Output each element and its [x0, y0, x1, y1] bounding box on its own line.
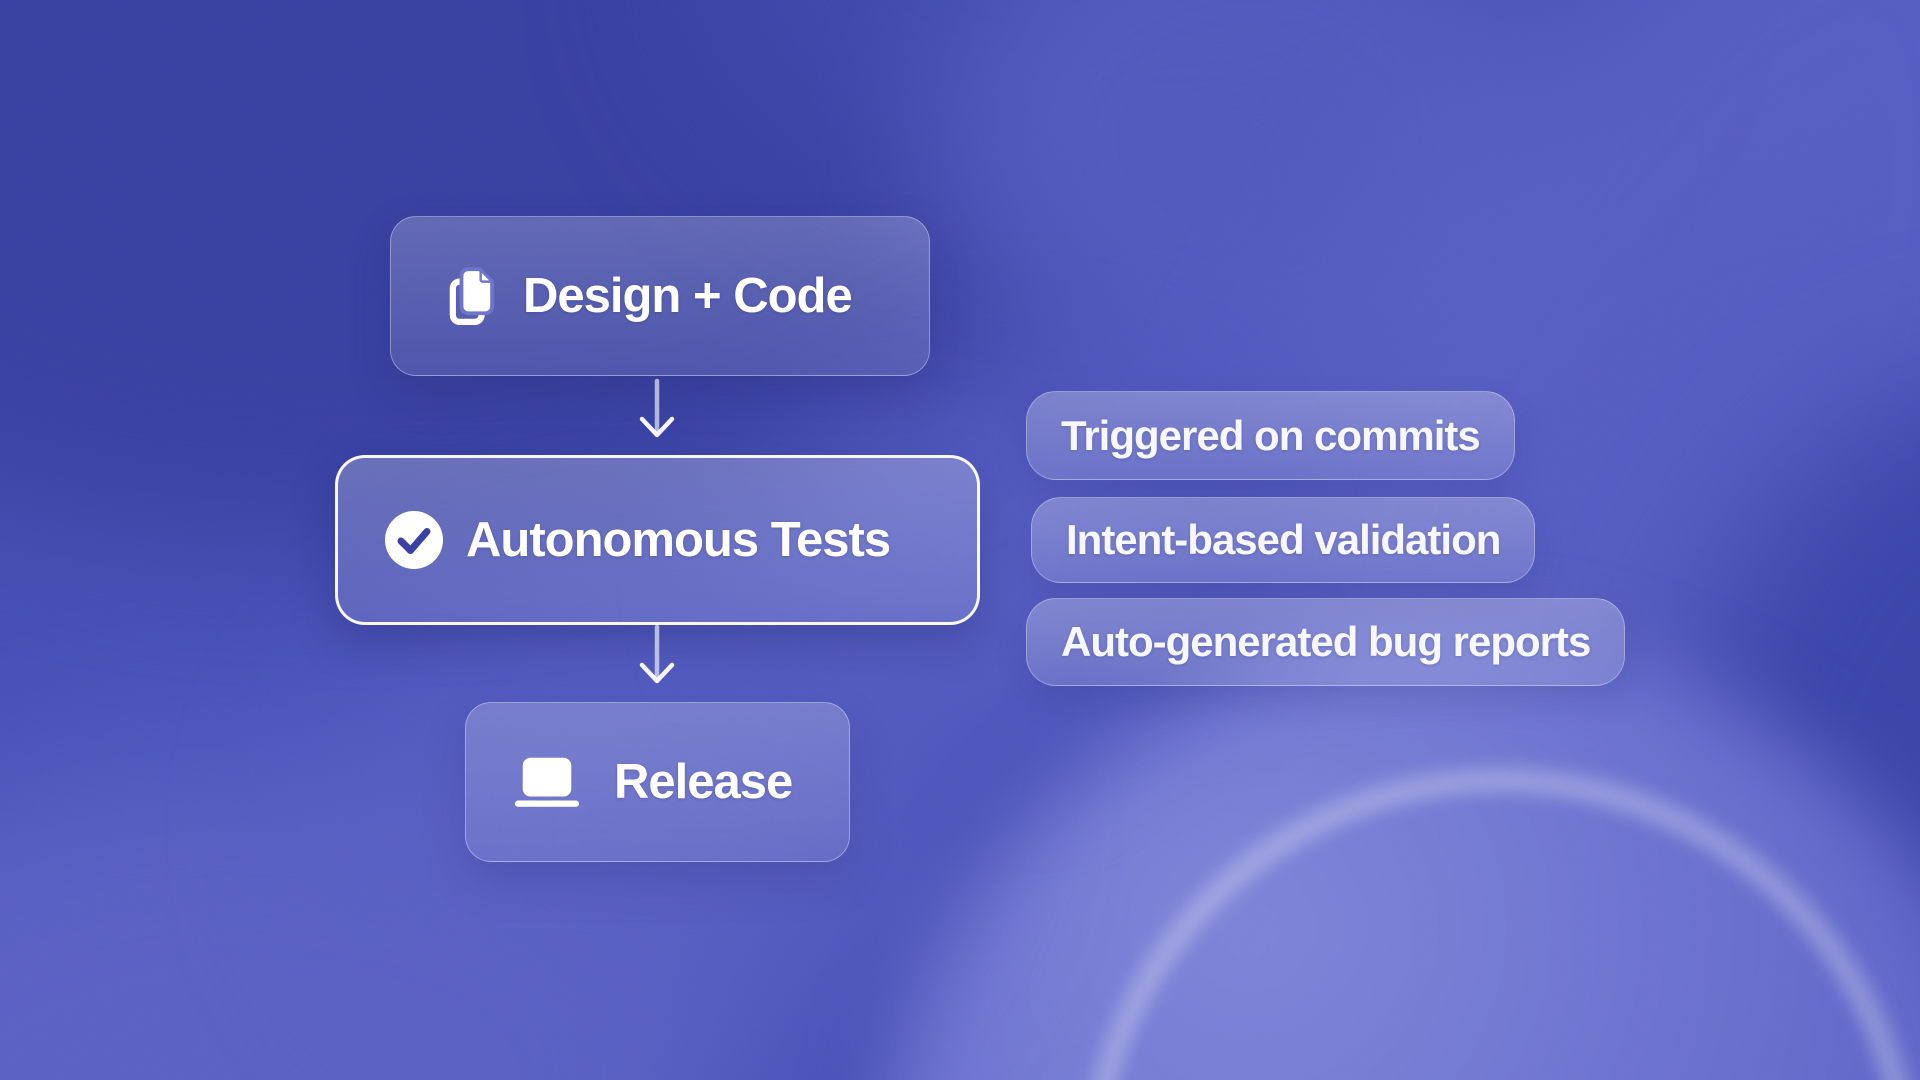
callout-intent-based-validation: Intent-based validation — [1031, 497, 1536, 583]
node-label: Autonomous Tests — [466, 513, 891, 567]
node-label: Release — [614, 755, 793, 809]
arrow-down-icon — [639, 378, 675, 438]
callout-label: Triggered on commits — [1061, 411, 1481, 459]
copy-icon — [449, 267, 495, 325]
check-circle-icon — [384, 510, 444, 570]
callout-label: Auto-generated bug reports — [1061, 618, 1591, 665]
flow-node-autonomous-tests: Autonomous Tests — [335, 455, 980, 625]
callout-label: Intent-based validation — [1066, 516, 1501, 563]
callout-triggered-on-commits: Triggered on commits — [1026, 391, 1515, 480]
laptop-icon — [514, 756, 580, 808]
arrow-down-icon — [639, 624, 675, 684]
flow-node-design-code: Design + Code — [390, 216, 930, 376]
node-label: Design + Code — [523, 269, 853, 323]
flow-node-release: Release — [465, 702, 850, 862]
callout-auto-generated-bug-reports: Auto-generated bug reports — [1026, 598, 1626, 686]
